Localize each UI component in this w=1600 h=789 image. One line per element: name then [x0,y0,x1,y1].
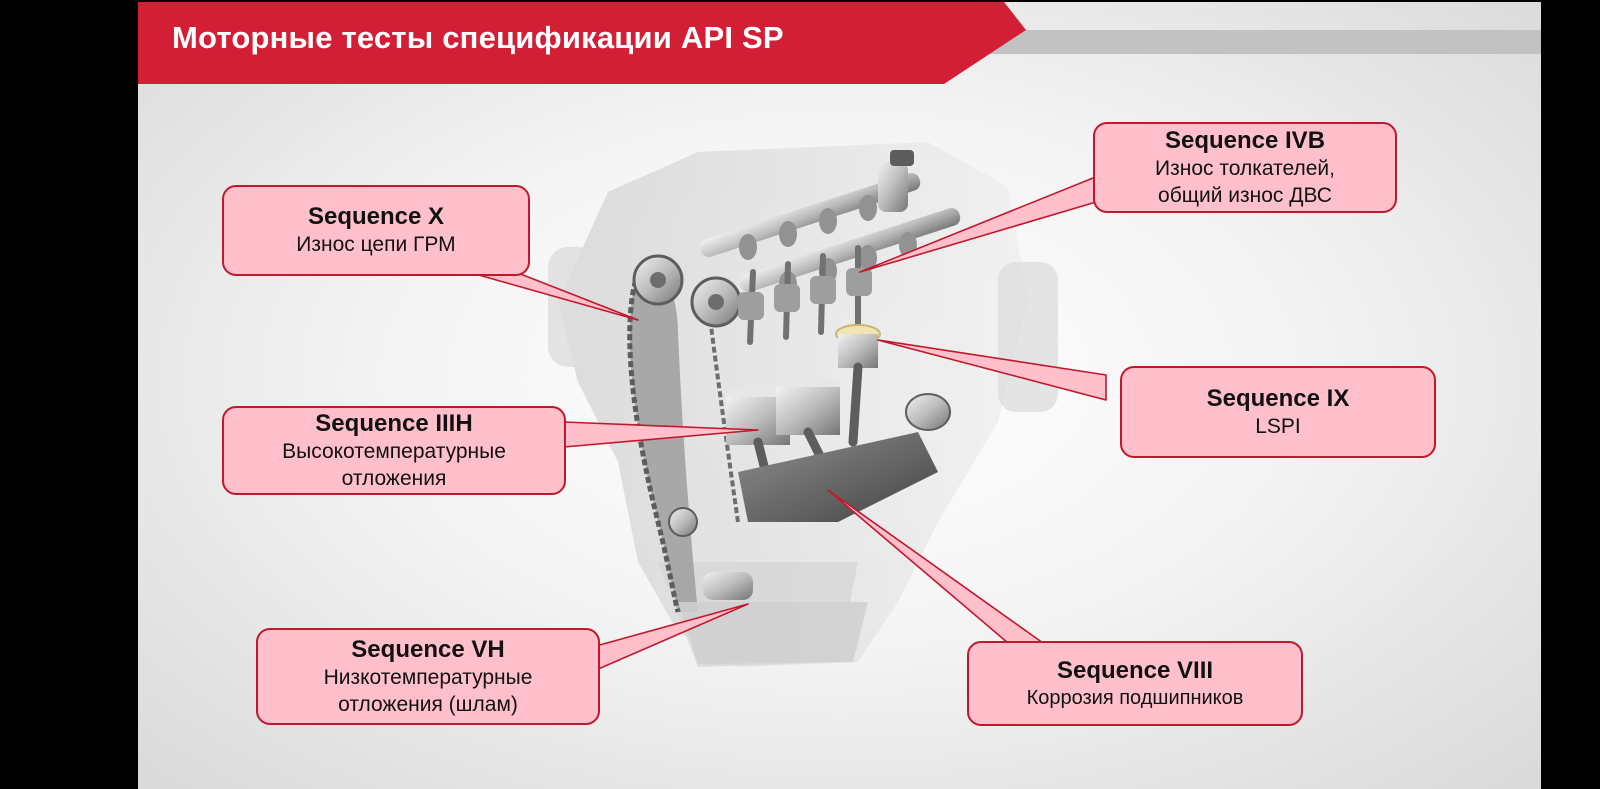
callout-description-line-2: отложения (шлам) [338,692,518,716]
callout-description-line-1: Износ толкателей, [1155,156,1335,180]
header-banner [138,2,1541,84]
engine-illustration [548,142,1058,667]
engine-diagram [467,142,1124,671]
callout-sequence-viii: Sequence VIII Коррозия подшипников [967,641,1303,726]
callout-description-line-1: Низкотемпературные [323,665,533,689]
callout-description: Коррозия подшипников [1026,686,1244,709]
callout-description: LSPI [1255,414,1301,438]
callout-sequence-ivb: Sequence IVB Износ толкателей, общий изн… [1093,122,1397,213]
callout-description-line-2: отложения [341,466,447,490]
callout-sequence-iiih: Sequence IIIH Высокотемпературные отложе… [222,406,566,495]
callout-title: Sequence VH [351,635,505,663]
callout-description-line-2: общий износ ДВС [1158,183,1332,207]
callout-title: Sequence IIIH [315,409,473,437]
callout-description: Износ цепи ГРМ [296,233,456,256]
callout-sequence-ix: Sequence IX LSPI [1120,366,1436,458]
pointer-seq-ix [877,339,1107,401]
callout-sequence-vh: Sequence VH Низкотемпературные отложения… [256,628,600,725]
header-gray-bar [978,30,1541,54]
slide-canvas: Моторные тесты спецификации API SP [138,2,1541,789]
header-red-banner [138,2,1026,84]
callout-title: Sequence IX [1206,384,1350,412]
slide-title: Моторные тесты спецификации API SP [172,20,784,55]
callout-sequence-x: Sequence X Износ цепи ГРМ [222,185,530,276]
callout-title: Sequence IVB [1164,126,1326,154]
callout-description-line-1: Высокотемпературные [282,439,506,463]
callout-title: Sequence VIII [1056,656,1214,684]
callout-title: Sequence X [307,203,445,230]
